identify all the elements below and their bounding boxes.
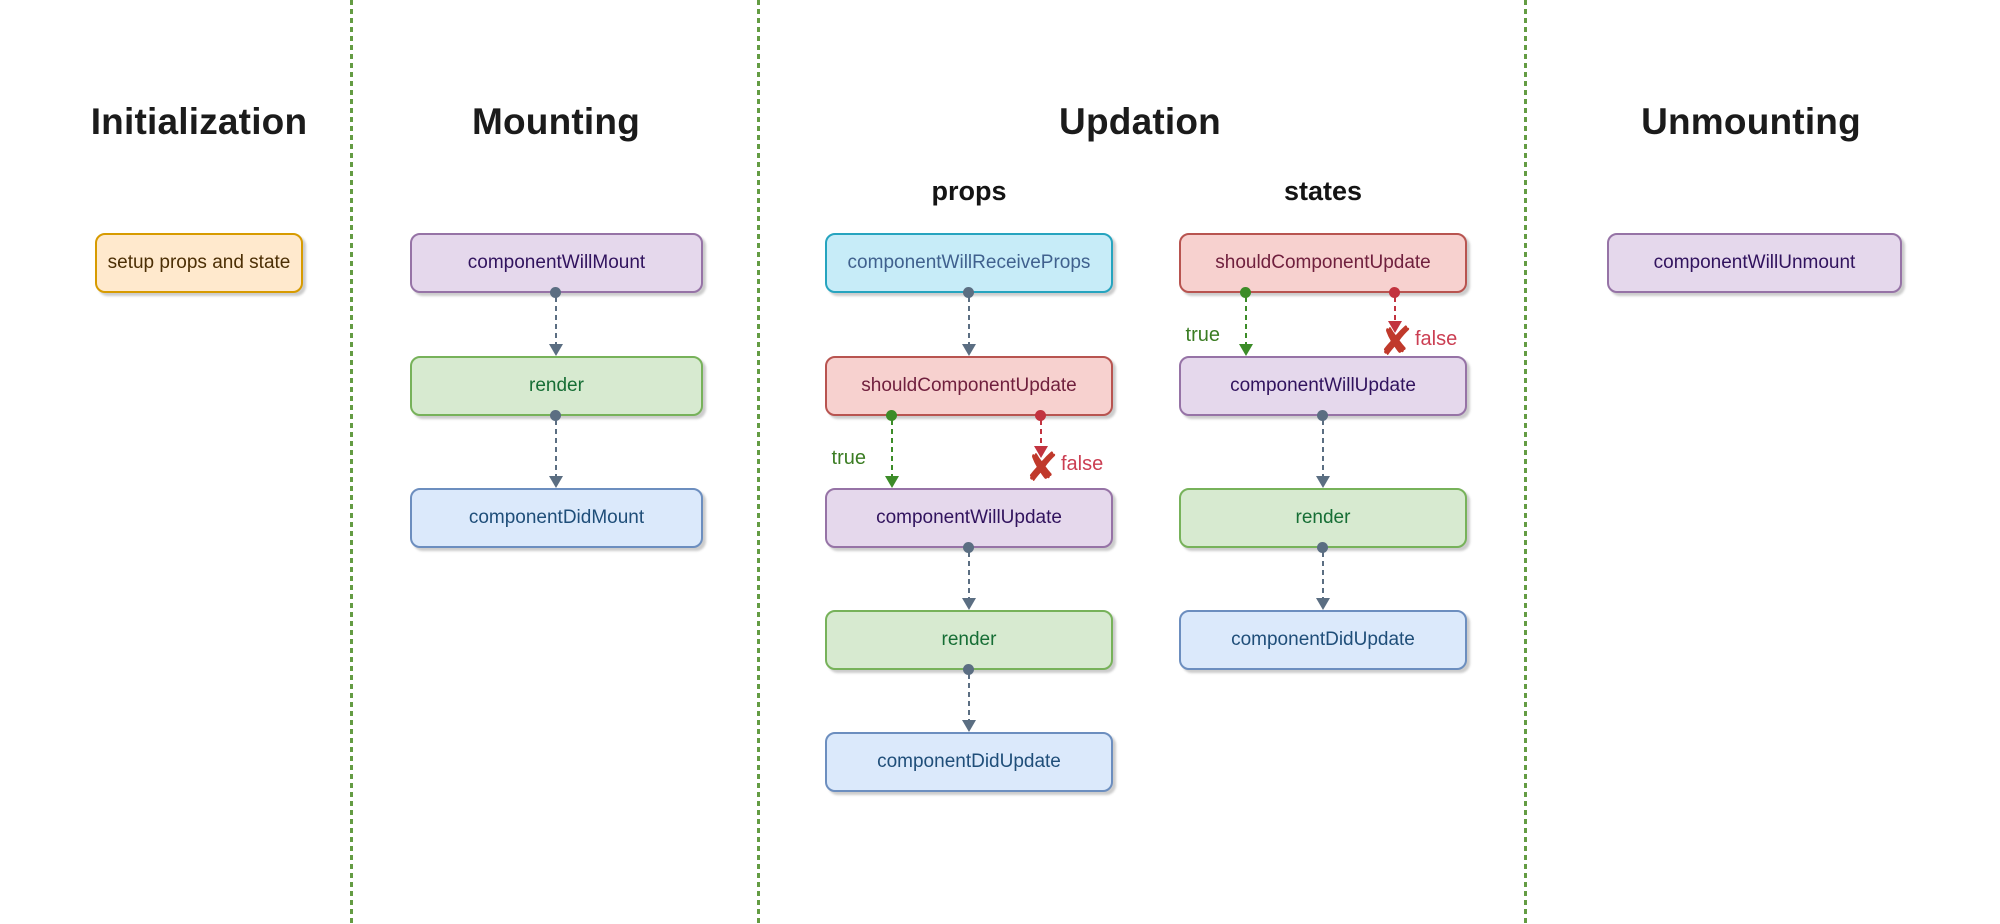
column-header-props: props <box>931 176 1007 206</box>
connector-line <box>891 420 893 477</box>
arrow-false-branch-props <box>1034 410 1048 458</box>
false-x-icon: ✘ <box>1025 445 1059 491</box>
divider-updation-unmounting <box>1524 0 1527 924</box>
arrow-willmount-to-render <box>549 287 563 356</box>
section-title-initialization: Initialization <box>90 101 308 142</box>
node-label: shouldComponentUpdate <box>861 375 1077 396</box>
node-label: shouldComponentUpdate <box>1215 252 1431 273</box>
arrowhead-icon <box>1316 476 1330 488</box>
connector-line <box>1394 297 1396 322</box>
arrowhead-icon <box>1034 446 1048 458</box>
connector-line <box>968 674 970 721</box>
false-x-icon: ✘ <box>1379 319 1413 365</box>
connector-dot <box>1035 410 1046 421</box>
connector-dot <box>1389 287 1400 298</box>
arrowhead-icon <box>962 598 976 610</box>
node-label: componentWillUnmount <box>1653 252 1856 273</box>
arrow-render-to-didupdate-props <box>962 664 976 732</box>
arrow-false-branch-states <box>1388 287 1402 333</box>
connector-dot <box>550 410 561 421</box>
connector-line <box>555 420 557 477</box>
arrow-render-to-didmount <box>549 410 563 488</box>
node-label: render <box>941 629 997 650</box>
connector-line <box>1322 420 1324 477</box>
divider-mounting-updation <box>757 0 760 924</box>
connector-dot <box>963 664 974 675</box>
true-label-states: true <box>1185 324 1220 346</box>
node-component-will-update-props: componentWillUpdate <box>825 488 1113 548</box>
node-render-props: render <box>825 610 1113 670</box>
column-header-states: states <box>1283 176 1363 206</box>
connector-line <box>968 297 970 345</box>
arrow-true-branch-states <box>1239 287 1253 356</box>
node-should-component-update-props: shouldComponentUpdate <box>825 356 1113 416</box>
arrowhead-icon <box>1239 344 1253 356</box>
node-label: componentWillUpdate <box>876 507 1062 528</box>
arrow-willupdate-to-render-states <box>1316 410 1330 488</box>
node-setup-props-and-state: setup props and state <box>95 233 303 293</box>
node-component-will-receive-props: componentWillReceiveProps <box>825 233 1113 293</box>
node-component-will-mount: componentWillMount <box>410 233 703 293</box>
arrowhead-icon <box>549 344 563 356</box>
arrowhead-icon <box>962 720 976 732</box>
node-label: componentWillUpdate <box>1230 375 1416 396</box>
arrowhead-icon <box>962 344 976 356</box>
connector-dot <box>963 287 974 298</box>
section-title-unmounting: Unmounting <box>1641 101 1861 142</box>
false-label-props: false <box>1061 453 1104 475</box>
node-component-did-update-props: componentDidUpdate <box>825 732 1113 792</box>
node-label: setup props and state <box>107 252 291 273</box>
node-should-component-update-states: shouldComponentUpdate <box>1179 233 1467 293</box>
section-title-mounting: Mounting <box>471 101 641 142</box>
section-title-updation: Updation <box>1059 101 1221 142</box>
node-render-states: render <box>1179 488 1467 548</box>
connector-dot <box>1317 542 1328 553</box>
connector-dot <box>886 410 897 421</box>
arrowhead-icon <box>1388 321 1402 333</box>
node-label: render <box>529 375 584 396</box>
connector-dot <box>550 287 561 298</box>
connector-line <box>1040 420 1042 447</box>
node-component-will-update-states: componentWillUpdate <box>1179 356 1467 416</box>
node-component-will-unmount: componentWillUnmount <box>1607 233 1902 293</box>
node-label: componentDidMount <box>468 507 645 528</box>
connector-dot <box>1317 410 1328 421</box>
node-component-did-mount: componentDidMount <box>410 488 703 548</box>
connector-line <box>1322 552 1324 599</box>
true-label-props: true <box>831 447 866 469</box>
node-label: componentDidUpdate <box>1231 629 1415 650</box>
node-render-mounting: render <box>410 356 703 416</box>
arrowhead-icon <box>885 476 899 488</box>
connector-line <box>1245 297 1247 345</box>
arrow-true-branch-props <box>885 410 899 488</box>
arrow-willupdate-to-render-props <box>962 542 976 610</box>
node-label: componentWillReceiveProps <box>847 252 1091 273</box>
node-label: render <box>1295 507 1351 528</box>
node-label: componentWillMount <box>467 252 646 273</box>
arrowhead-icon <box>549 476 563 488</box>
false-label-states: false <box>1415 328 1458 350</box>
node-label: componentDidUpdate <box>877 751 1061 772</box>
connector-line <box>968 552 970 599</box>
arrowhead-icon <box>1316 598 1330 610</box>
divider-initialization-mounting <box>350 0 353 924</box>
connector-line <box>555 297 557 345</box>
node-component-did-update-states: componentDidUpdate <box>1179 610 1467 670</box>
connector-dot <box>963 542 974 553</box>
connector-dot <box>1240 287 1251 298</box>
arrow-render-to-didupdate-states <box>1316 542 1330 610</box>
arrow-receiveprops-to-shouldupdate <box>962 287 976 356</box>
